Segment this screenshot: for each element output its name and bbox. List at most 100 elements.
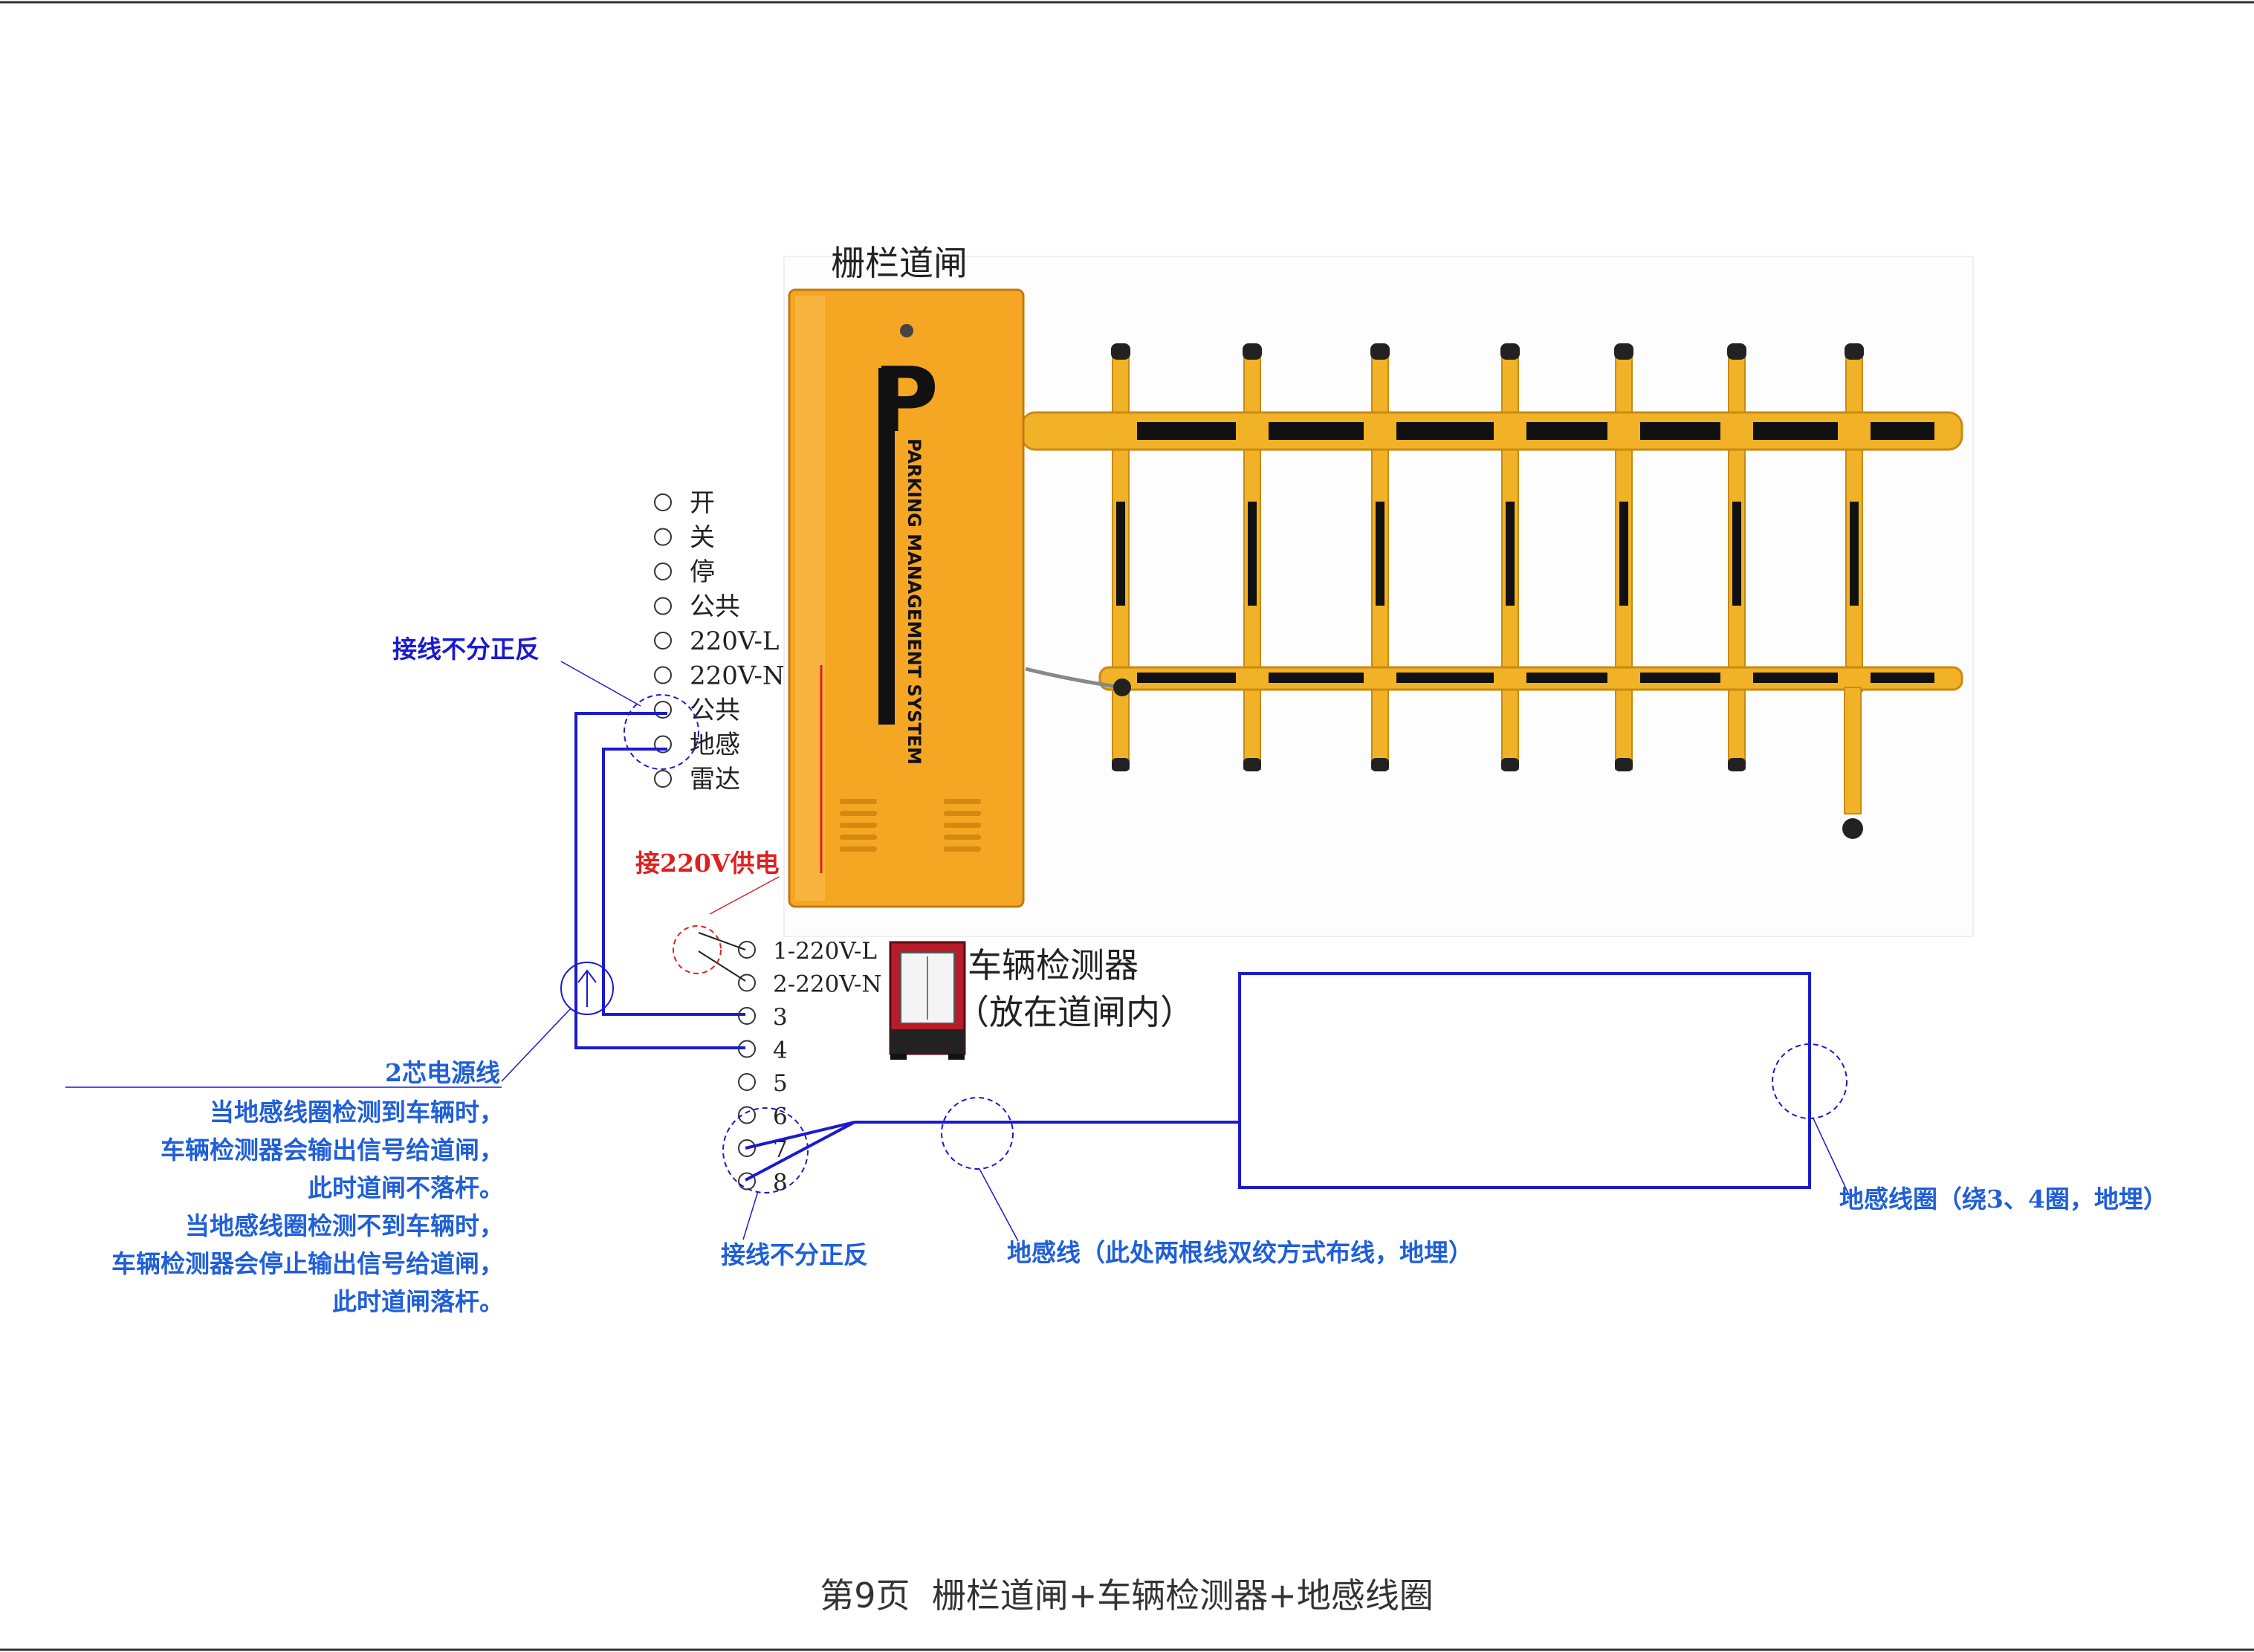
detector-terminal-label: 7 [773, 1136, 788, 1163]
callout-circles [560, 694, 1847, 1193]
fence-drop-leg [1844, 687, 1862, 814]
gate-indicator-light [900, 324, 913, 337]
gate-terminal-label: 雷达 [690, 765, 740, 794]
red-pointer-line [709, 876, 780, 915]
fence-post-foot [1501, 758, 1519, 771]
gate-vent-slot [944, 835, 981, 840]
gate-terminal-label: 220V-L [690, 626, 779, 656]
label-power-cable: 2芯电源线 [385, 1058, 500, 1087]
leader-polarity-bottom [742, 1191, 759, 1240]
fence-post-foot [1243, 758, 1261, 771]
fence-rail-stripe [1269, 673, 1364, 683]
gate-vent-slot [840, 799, 877, 804]
detector-note: （放在道闸内） [955, 992, 1194, 1032]
label-polarity-top: 接线不分正反 [392, 635, 540, 664]
gate-terminal-icon [654, 563, 672, 580]
fence-rail-stripe [1396, 422, 1494, 440]
fence-post-stripe [1732, 502, 1741, 606]
callout-power-in [673, 925, 722, 974]
behavior-line: 当地感线圈检测到车辆时， [210, 1098, 504, 1127]
behavior-line: 车辆检测器会停止输出信号给道闸， [111, 1249, 504, 1278]
gate-vent-slot [944, 823, 981, 828]
detector-title: 车辆检测器 [968, 945, 1139, 985]
gate-cable [1025, 667, 1123, 690]
detector-terminal-label: 2-220V-N [773, 971, 882, 998]
page-caption: 第9页 栅栏道闸+车辆检测器+地感线圈 [820, 1575, 1434, 1616]
detector-base [890, 1029, 965, 1054]
barrier-gate-illustration: P PARKING MANAGEMENT SYSTEM [783, 256, 1974, 937]
fence-post-stripe [1850, 502, 1859, 606]
gate-terminal-label: 停 [690, 557, 715, 587]
gate-terminal-label: 公共 [690, 696, 740, 725]
gate-terminal-label: 地感 [690, 731, 740, 760]
detector-terminal-label: 3 [773, 1004, 788, 1031]
wires [574, 712, 1811, 1189]
gate-box-body [788, 288, 1025, 908]
detector-terminal-label: 6 [773, 1104, 788, 1130]
wire-gate-common-to-det4 [574, 712, 745, 1049]
logo-bar [878, 368, 895, 725]
wire-det8-to-loop [745, 1121, 855, 1182]
loop-coil [1238, 972, 1811, 1189]
detector-terminal-label: 4 [773, 1037, 788, 1064]
behavior-line: 此时道闸不落杆。 [308, 1173, 504, 1202]
label-loop-wire: 地感线（此处两根线双绞方式布线，地埋） [1007, 1238, 1473, 1267]
gate-terminal-icon [654, 701, 672, 719]
gate-terminal-label: 关 [690, 523, 715, 553]
callout-loop-coil [1772, 1043, 1847, 1119]
gate-vent-slot [944, 799, 981, 804]
fence-rail-stripe [1269, 422, 1364, 440]
detector-terminal-label: 8 [773, 1170, 788, 1196]
wire-det7-to-loop [745, 1121, 855, 1150]
detector-terminal-icon [738, 1172, 756, 1191]
fence-rail-stripe [1526, 422, 1607, 440]
gate-terminal-icon [654, 528, 672, 546]
fence-arm [1020, 343, 1963, 839]
fence-rail-stripe [1526, 673, 1607, 683]
fence-post-foot [1112, 758, 1130, 771]
gate-terminal-icon [654, 597, 672, 615]
fence-post-foot [1371, 758, 1389, 771]
gate-box-highlight [795, 296, 825, 901]
gate-terminal-icon [654, 735, 672, 754]
detector-foot-left [890, 1054, 907, 1060]
fence-post-stripe [1376, 502, 1385, 606]
fence-drop-foot [1842, 818, 1863, 839]
fence-rail-stripe [1871, 422, 1934, 440]
gate-logo-letter: P [873, 349, 939, 453]
fence-post-foot [1728, 758, 1746, 771]
detector-terminal-label: 1-220V-L [773, 938, 877, 965]
fence-post-cap [1614, 343, 1633, 360]
fence-rail-stripe [1753, 422, 1838, 440]
fence-post-stripe [1116, 502, 1125, 606]
callout-det-7-8 [722, 1107, 809, 1193]
fence-rail-stripe [1753, 673, 1838, 683]
detector-terminal-icon [738, 1073, 756, 1091]
fence-rail-stripe [1871, 673, 1934, 683]
fence-post-cap [1243, 343, 1262, 360]
callout-gate-terminals [624, 694, 699, 770]
detector-terminal-icon [738, 1106, 756, 1124]
fence-post-cap [1845, 343, 1864, 360]
gate-title: 栅栏道闸 [831, 243, 968, 283]
detector-terminal-label: 5 [773, 1070, 788, 1097]
fence-post-stripe [1619, 502, 1628, 606]
gate-terminal-label: 开 [690, 488, 715, 518]
detector-terminal-icon [738, 1139, 756, 1157]
gate-box: P PARKING MANAGEMENT SYSTEM [788, 288, 1025, 908]
wire-gate-loop-to-det3 [602, 748, 745, 1016]
detector-terminal-list: 1-220V-L 2-220V-N 3 4 5 6 7 8 [738, 938, 882, 1196]
gate-vent-slot [840, 835, 877, 840]
fence-rail-stripe [1640, 422, 1720, 440]
gate-terminal-label: 公共 [690, 592, 740, 622]
gate-terminal-icon [654, 666, 672, 684]
gate-vent-slot [944, 811, 981, 816]
leader-power-cable [501, 1008, 571, 1082]
leader-twisted-pair [979, 1168, 1019, 1242]
gate-terminal-label: 220V-N [690, 661, 785, 691]
gate-terminal-icon [654, 632, 672, 650]
cable-arrow-icon [577, 969, 597, 1007]
fence-post-cap [1370, 343, 1390, 360]
gate-terminal-icon [654, 493, 672, 511]
detector-terminal-icon [738, 974, 756, 992]
